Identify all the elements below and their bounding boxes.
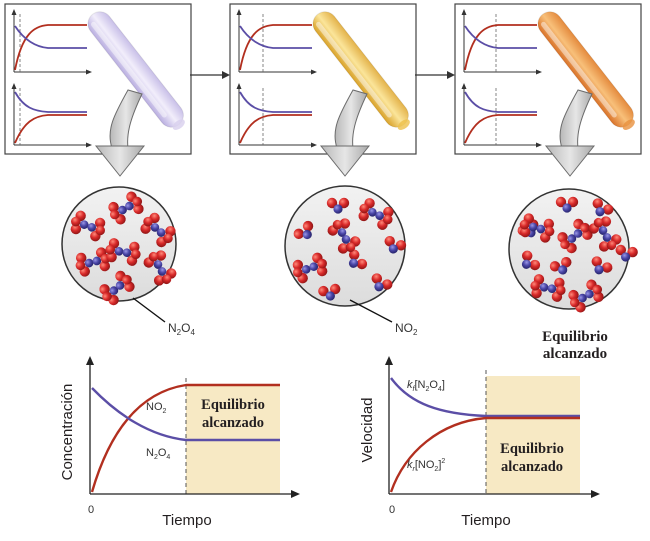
no2-molecule <box>549 256 572 275</box>
n2o4-label: N2O4 <box>168 321 195 337</box>
equilibrium-label-line1: Equilibrio <box>201 397 265 413</box>
funnel-head-icon <box>544 145 596 177</box>
no2-molecule <box>371 273 393 292</box>
mini-axis-arrow-icon <box>11 9 17 15</box>
mini-reverse-curve <box>239 114 312 144</box>
n2o4-molecule <box>108 191 144 225</box>
rate-equilibrium-label-line1: Equilibrio <box>500 441 564 457</box>
forward-rate-label: kf[N2O4] <box>407 379 445 393</box>
y-axis-arrow-icon <box>86 356 94 365</box>
no2-molecule <box>384 235 407 254</box>
n2o4-molecule <box>143 250 177 286</box>
origin-label: 0 <box>88 504 94 516</box>
rate-equilibrium-region <box>486 376 580 494</box>
no2-molecule <box>293 220 314 240</box>
mini-axis-arrow-icon <box>536 142 542 148</box>
circle3-molecules <box>517 196 638 313</box>
mini-axis-arrow-icon <box>461 83 467 89</box>
no2-molecule <box>592 198 614 217</box>
n2o4-molecule <box>327 218 361 254</box>
stage-panel-3 <box>454 3 642 155</box>
n2o4-molecule <box>292 252 328 284</box>
x-axis-arrow-icon <box>291 490 300 498</box>
n2o4-series-label: N2O4 <box>146 447 170 461</box>
mini-axis-arrow-icon <box>86 142 92 148</box>
concentration-chart: NO2 N2O4 Equilibrio alcanzado Concentrac… <box>59 356 300 529</box>
rate-x-axis-arrow-icon <box>591 490 600 498</box>
no2-label: NO2 <box>395 321 418 337</box>
no2-molecule <box>615 244 638 262</box>
n2o4-molecule <box>358 198 394 230</box>
reverse-rate-curve <box>389 416 580 493</box>
funnel-head-icon <box>94 145 146 177</box>
no2-molecule <box>591 256 613 275</box>
mini-forward-curve <box>239 91 312 113</box>
no2-molecule <box>555 196 579 213</box>
mini-reverse-curve <box>14 114 87 144</box>
no2-molecule <box>326 197 350 214</box>
mini-no2-curve <box>464 24 537 71</box>
mini-n2o4-curve <box>14 25 87 49</box>
equilibrium-caption: Equilibrio alcanzado <box>520 329 630 364</box>
mini-forward-curve <box>464 91 537 113</box>
equilibrium-caption-line2: alcanzado <box>542 346 608 363</box>
n2o4-molecule <box>568 279 604 313</box>
reverse-rate-label: kr[NO2]2 <box>407 458 445 473</box>
stage-panel-1 <box>4 3 192 155</box>
rate-equilibrium-label-line2: alcanzado <box>501 459 563 475</box>
stage-arrow-2 <box>415 71 455 79</box>
rate-y-axis-arrow-icon <box>385 356 393 365</box>
n2o4-pointer: N2O4 <box>132 297 195 337</box>
test-tube-icon <box>537 11 635 130</box>
zoomers <box>61 89 638 313</box>
n2o4-molecule <box>140 212 176 248</box>
equilibrium-label-line2: alcanzado <box>202 415 264 431</box>
n2o4-molecule <box>530 274 566 302</box>
n2o4-base-n: N <box>168 321 177 335</box>
mini-n2o4-curve <box>464 25 537 49</box>
stage-panel-2 <box>229 3 417 155</box>
x-axis-label: Tiempo <box>162 512 211 529</box>
circle2-molecules <box>292 197 407 301</box>
n2o4-molecule <box>105 238 141 266</box>
mini-axis-arrow-icon <box>536 69 542 75</box>
no2-pointer: NO2 <box>349 299 418 337</box>
n2o4-molecule <box>588 216 622 252</box>
mini-axis-arrow-icon <box>236 9 242 15</box>
rate-x-axis-label: Tiempo <box>461 512 510 529</box>
funnel-head-icon <box>319 145 371 177</box>
no2-molecule <box>318 283 341 301</box>
rate-origin-label: 0 <box>389 504 395 516</box>
y-axis-label: Concentración <box>59 384 76 481</box>
n2o4-molecule <box>99 270 135 306</box>
mini-axis-arrow-icon <box>461 9 467 15</box>
mini-axis-arrow-icon <box>311 69 317 75</box>
n2o4-molecule <box>519 213 555 243</box>
mini-axis-arrow-icon <box>86 69 92 75</box>
rate-y-axis-label: Velocidad <box>359 397 376 462</box>
rate-chart: kf[N2O4] kr[NO2]2 Equilibrio alcanzado V… <box>359 356 600 529</box>
mini-n2o4-curve <box>239 25 312 49</box>
forward-rate-curve <box>390 377 580 418</box>
no2-concentration-curve <box>90 383 280 493</box>
equilibrium-caption-line1: Equilibrio <box>542 329 608 345</box>
mini-axis-arrow-icon <box>236 83 242 89</box>
mini-no2-curve <box>14 24 87 71</box>
n2o4-molecule <box>70 210 106 242</box>
no2-molecule <box>521 250 541 271</box>
mini-forward-curve <box>14 91 87 113</box>
test-tube-icon <box>312 11 410 130</box>
mini-no2-curve <box>239 24 312 71</box>
test-tube-icon <box>87 11 185 130</box>
no2-series-label: NO2 <box>146 401 167 415</box>
circle1-molecules <box>70 191 177 306</box>
mini-reverse-curve <box>464 114 537 144</box>
stage-arrow-1 <box>190 71 230 79</box>
n2o4-concentration-curve <box>91 387 280 442</box>
mini-axis-arrow-icon <box>311 142 317 148</box>
no2-molecule <box>348 249 368 270</box>
panels <box>4 3 642 155</box>
mini-axis-arrow-icon <box>11 83 17 89</box>
